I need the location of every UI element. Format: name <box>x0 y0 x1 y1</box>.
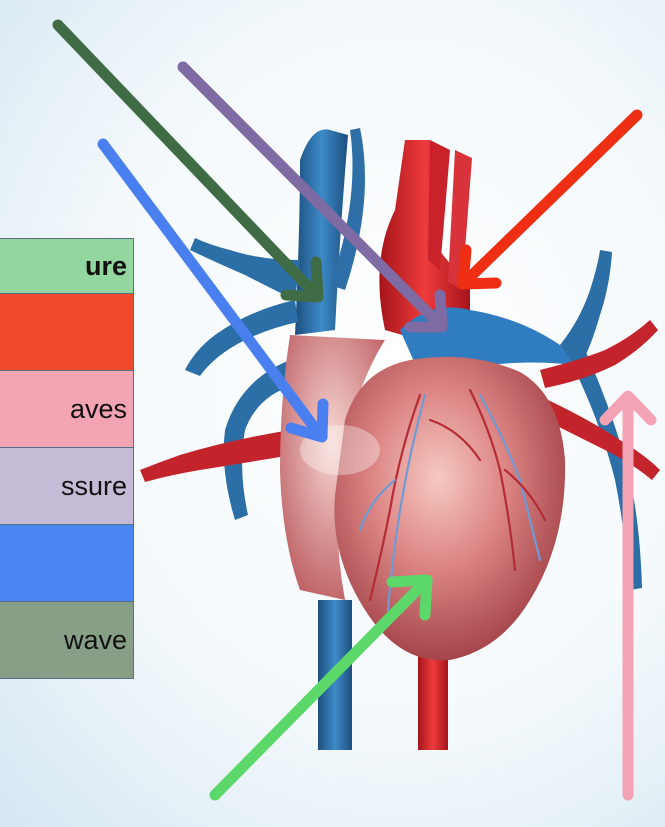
legend-row-pink: aves <box>0 371 133 448</box>
left-branch-red <box>140 430 292 482</box>
legend-table: ure aves ssure wave <box>0 238 134 679</box>
legend-row-red <box>0 294 133 371</box>
legend-header: ure <box>0 239 133 294</box>
legend-row-purple: ssure <box>0 448 133 525</box>
aortic-branch-1 <box>428 140 450 270</box>
legend-row-blue <box>0 525 133 602</box>
legend-row-gray-green: wave <box>0 602 133 679</box>
